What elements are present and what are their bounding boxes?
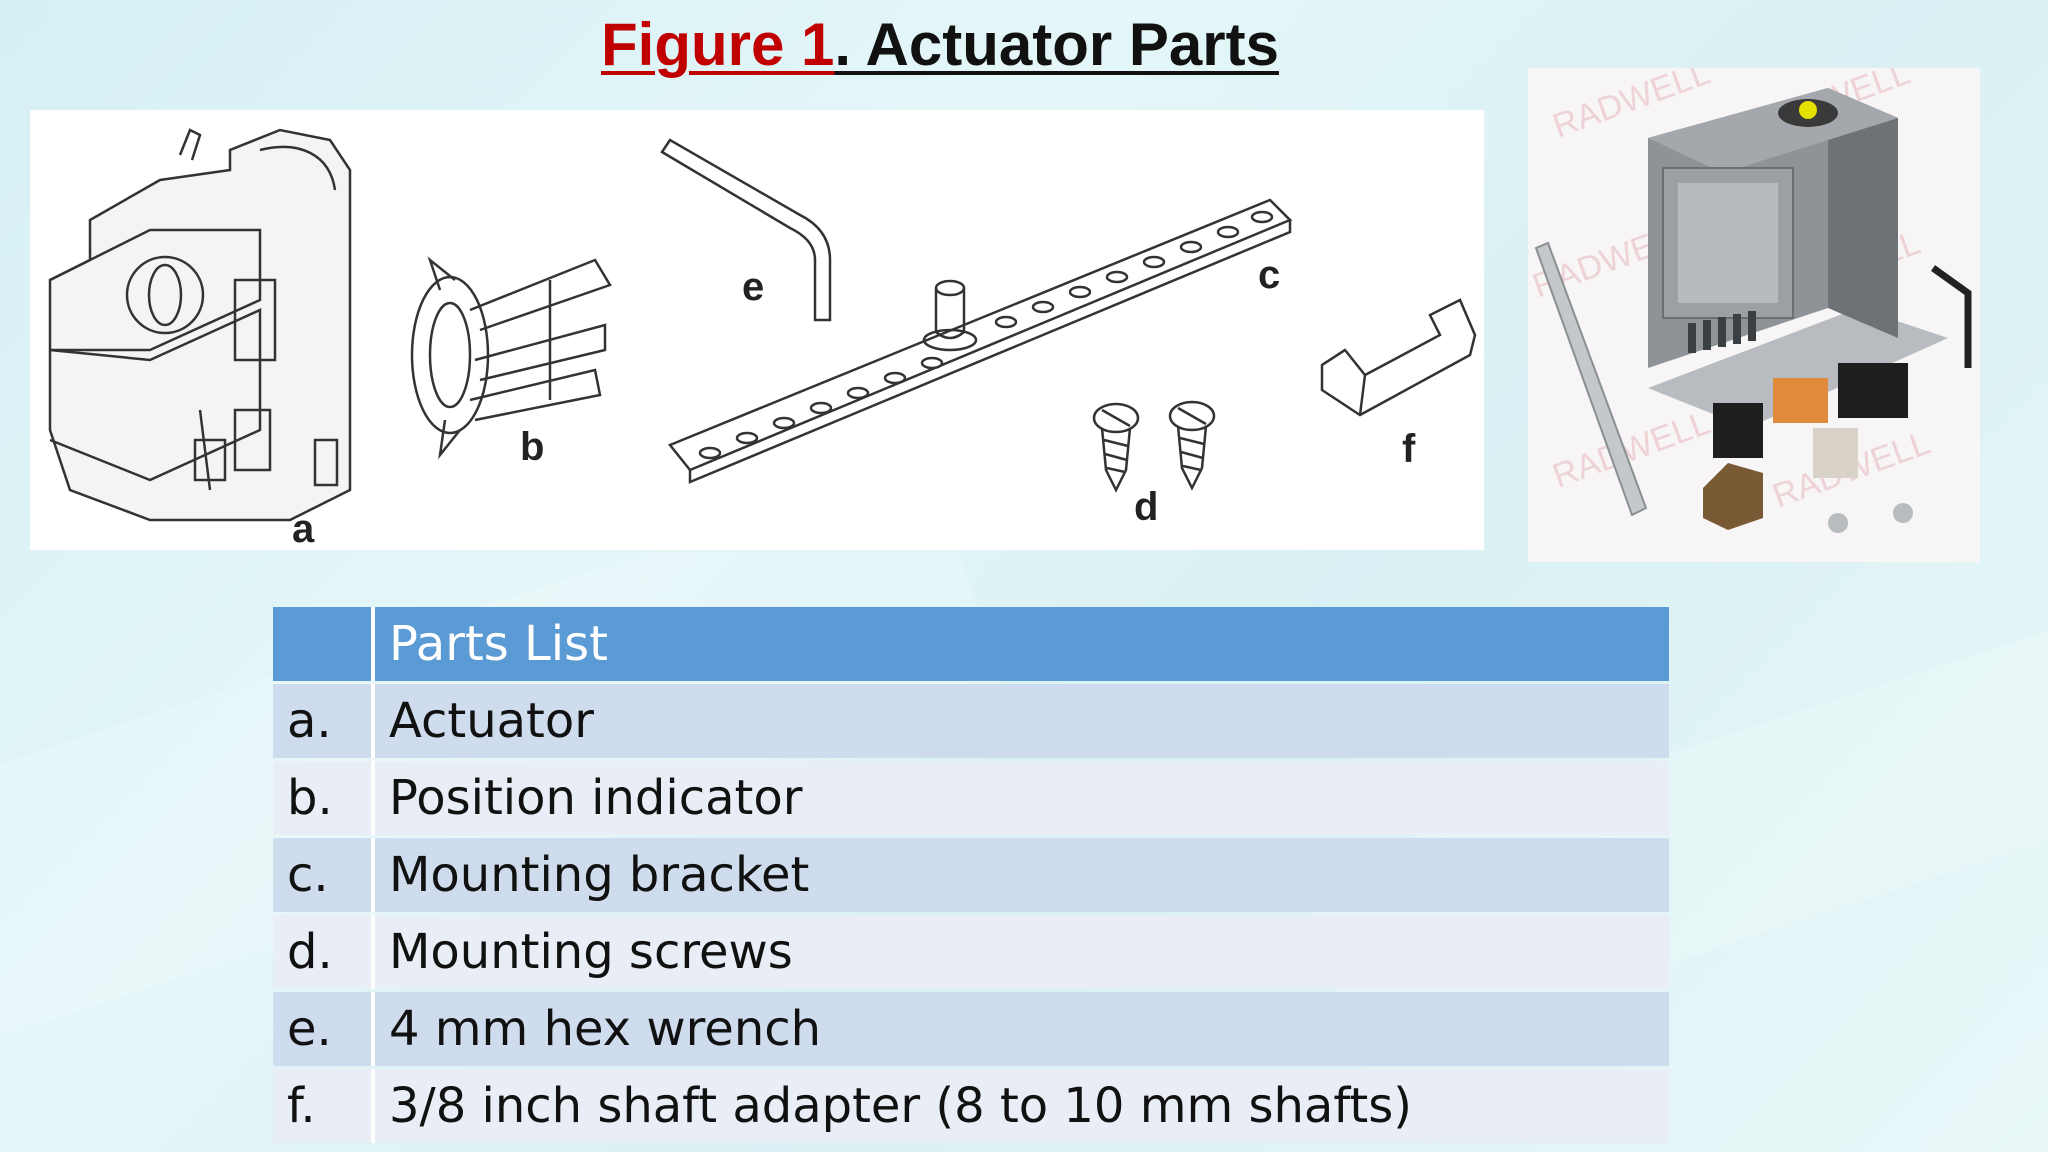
- actuator-photo-body: [1648, 88, 1948, 428]
- figure-label: Figure 1: [601, 11, 835, 78]
- part-name: Position indicator: [375, 761, 1669, 835]
- parts-list-table: Parts List a. Actuator b. Position indic…: [273, 604, 1669, 1146]
- part-name: 4 mm hex wrench: [375, 992, 1669, 1066]
- table-row: f. 3/8 inch shaft adapter (8 to 10 mm sh…: [273, 1069, 1669, 1143]
- part-name: 3/8 inch shaft adapter (8 to 10 mm shaft…: [375, 1069, 1669, 1143]
- parts-list-header: Parts List: [375, 607, 1669, 681]
- part-letter: e.: [273, 992, 375, 1066]
- position-indicator-drawing: [410, 256, 612, 460]
- parts-list-header-row: Parts List: [273, 607, 1669, 681]
- table-row: a. Actuator: [273, 684, 1669, 758]
- part-name: Actuator: [375, 684, 1669, 758]
- label-f: f: [1402, 427, 1416, 471]
- part-letter: a.: [273, 684, 375, 758]
- part-name: Mounting bracket: [375, 838, 1669, 912]
- label-e: e: [742, 265, 764, 309]
- part-name: Mounting screws: [375, 915, 1669, 989]
- mounting-bracket-drawing: [667, 198, 1293, 484]
- table-row: c. Mounting bracket: [273, 838, 1669, 912]
- table-row: e. 4 mm hex wrench: [273, 992, 1669, 1066]
- parts-line-drawing: a b e: [30, 110, 1484, 550]
- part-letter: c.: [273, 838, 375, 912]
- part-letter: f.: [273, 1069, 375, 1143]
- bracket-photo: [1534, 241, 1648, 517]
- mounting-screws-drawing: [1092, 400, 1216, 493]
- parts-list-header-blank: [273, 607, 375, 681]
- actuator-drawing: [48, 128, 352, 522]
- label-b: b: [520, 425, 544, 469]
- terminal-blocks-photo: [1703, 363, 1913, 533]
- part-letter: b.: [273, 761, 375, 835]
- label-d: d: [1134, 485, 1158, 529]
- table-row: b. Position indicator: [273, 761, 1669, 835]
- hex-wrench-photo: [1930, 265, 1972, 368]
- figure-title: Figure 1. Actuator Parts: [0, 10, 1880, 79]
- shaft-adapter-drawing: [1320, 298, 1477, 417]
- label-c: c: [1258, 253, 1280, 297]
- table-row: d. Mounting screws: [273, 915, 1669, 989]
- label-a: a: [292, 507, 315, 550]
- part-letter: d.: [273, 915, 375, 989]
- hex-wrench-drawing: [660, 138, 832, 322]
- figure-caption: . Actuator Parts: [834, 11, 1279, 78]
- actuator-kit-photo: RADWELL RADWELL RADWELL RADWELL RADWELL …: [1528, 68, 1980, 562]
